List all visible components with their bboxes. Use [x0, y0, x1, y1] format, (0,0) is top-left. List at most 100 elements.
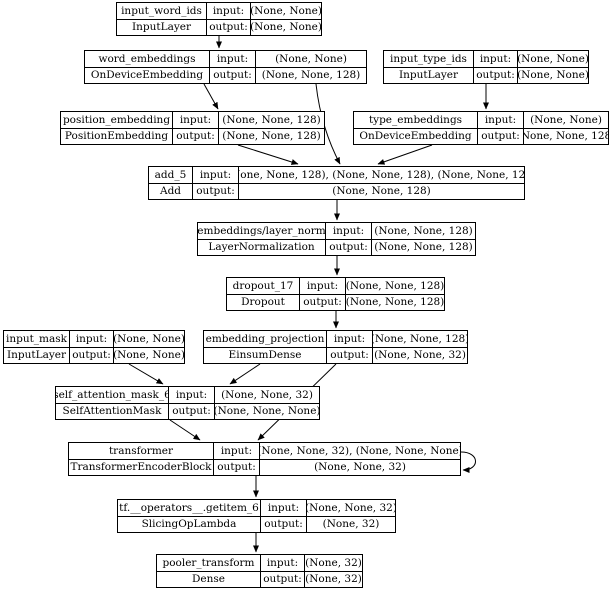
edge-embedding_projection-to-self_attention_mask_6 — [229, 363, 261, 385]
io-label-input: input: — [478, 112, 524, 128]
output-shape: [(None, None)] — [518, 69, 588, 81]
io-label-output: output: — [261, 571, 305, 587]
io-label-output: output: — [210, 67, 256, 83]
node-title: transformer — [69, 443, 214, 459]
edge-type_embeddings-to-add_5 — [377, 144, 433, 165]
input-shape: (None, None, 32) — [221, 388, 313, 401]
io-label-output: output: — [261, 516, 307, 532]
edge-input_mask-to-self_attention_mask_6 — [128, 363, 164, 385]
node-classname: Dense — [157, 571, 261, 587]
node-title: input_word_ids — [117, 3, 207, 19]
output-shape: (None, None, 128) — [524, 130, 608, 142]
io-label-input: input: — [70, 331, 114, 347]
output-shape: (None, None, 128) — [346, 296, 444, 308]
input-shape: (None, None, 32) — [307, 501, 395, 514]
io-label-output: output: — [193, 183, 239, 199]
input-shape: [(None, None)] — [518, 52, 588, 65]
node-title: word_embeddings — [85, 51, 210, 67]
io-label-output: output: — [70, 347, 114, 363]
input-shape: (None, 32) — [305, 556, 362, 569]
input-shape: [(None, None, 128), (None, None, 128), (… — [239, 168, 524, 181]
node-classname: OnDeviceEmbedding — [354, 128, 478, 144]
node-title: dropout_17 — [227, 278, 300, 294]
output-shape: (None, None, 128) — [261, 69, 361, 81]
edge-position_embedding-to-add_5 — [237, 144, 299, 165]
node-classname: SelfAttentionMask — [56, 403, 169, 419]
node-classname: Dropout — [227, 294, 300, 310]
io-label-input: input: — [327, 331, 373, 347]
node-classname: PositionEmbedding — [61, 128, 173, 144]
input-shape: [(None, None)] — [114, 332, 184, 345]
io-label-output: output: — [326, 239, 372, 255]
io-label-input: input: — [261, 555, 305, 571]
input-shape: [(None, None)] — [251, 4, 321, 17]
input-shape: (None, None, 128) — [374, 224, 473, 237]
io-label-input: input: — [261, 500, 307, 516]
io-label-input: input: — [474, 51, 518, 67]
node-title: add_5 — [149, 167, 193, 183]
io-label-input: input: — [193, 167, 239, 183]
output-shape: (None, None, 32) — [374, 349, 466, 361]
edge-word_embeddings-to-position_embedding — [203, 83, 219, 110]
node-title: pooler_transform — [157, 555, 261, 571]
node-title: position_embedding — [61, 112, 173, 128]
io-label-output: output: — [478, 128, 524, 144]
io-label-output: output: — [474, 67, 518, 83]
edge-self_attention_mask_6-to-transformer — [169, 419, 201, 441]
node-title: embeddings/layer_norm — [198, 223, 326, 239]
node-title: tf.__operators__.getitem_6 — [118, 500, 261, 516]
node-classname: OnDeviceEmbedding — [85, 67, 210, 83]
output-shape: [(None, None)] — [114, 349, 184, 361]
node-classname: LayerNormalization — [198, 239, 326, 255]
node-classname: InputLayer — [4, 347, 70, 363]
output-shape: (None, 32) — [305, 573, 362, 585]
output-shape: (None, None, None) — [215, 405, 319, 417]
node-classname: Add — [149, 183, 193, 199]
node-classname: TransformerEncoderBlock — [69, 459, 214, 475]
input-shape: (None, None) — [530, 113, 602, 126]
output-shape: (None, None, 128) — [222, 130, 321, 142]
io-label-output: output: — [173, 128, 219, 144]
node-classname: InputLayer — [117, 19, 207, 35]
input-shape: (None, None) — [275, 52, 347, 65]
io-label-input: input: — [169, 387, 215, 403]
io-label-input: input: — [300, 278, 346, 294]
